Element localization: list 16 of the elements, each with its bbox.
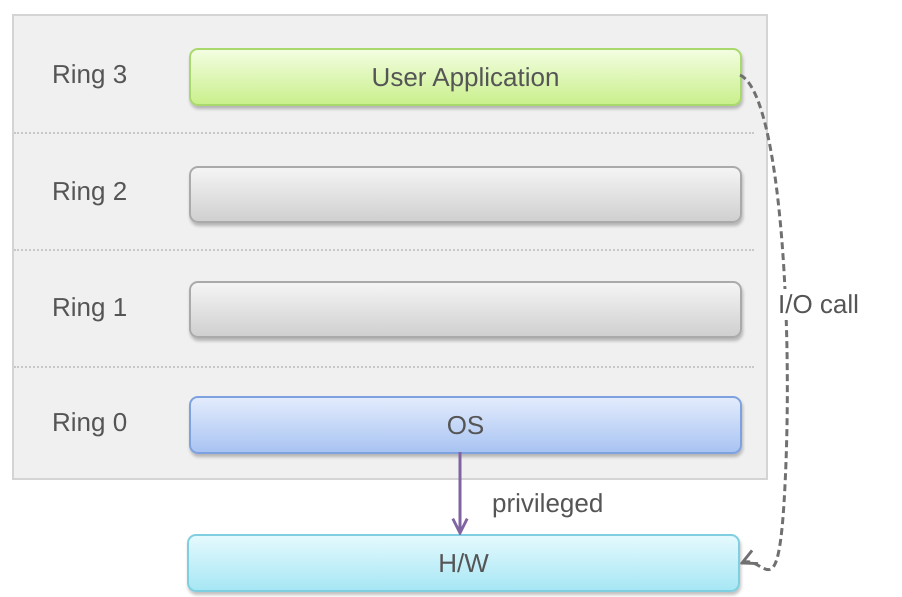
- ring-label: Ring 0: [52, 407, 128, 438]
- layer-name: H/W: [438, 548, 489, 578]
- layer-box: [189, 48, 742, 106]
- arrow: [451, 452, 469, 534]
- ring-panel: [12, 14, 768, 480]
- ring-label: Ring 1: [52, 292, 128, 323]
- empty-layer-box: [189, 281, 742, 338]
- empty-layer-box: [189, 166, 742, 223]
- ring-label: Ring 3: [52, 59, 128, 90]
- layer-name: User Application: [372, 62, 560, 92]
- ring-label: Ring 2: [52, 176, 128, 207]
- layer-box: [189, 396, 742, 454]
- layer-name: OS: [446, 410, 484, 440]
- layer-box: [187, 534, 740, 592]
- edge-label: I/O call: [778, 289, 859, 320]
- arrow: [739, 74, 789, 571]
